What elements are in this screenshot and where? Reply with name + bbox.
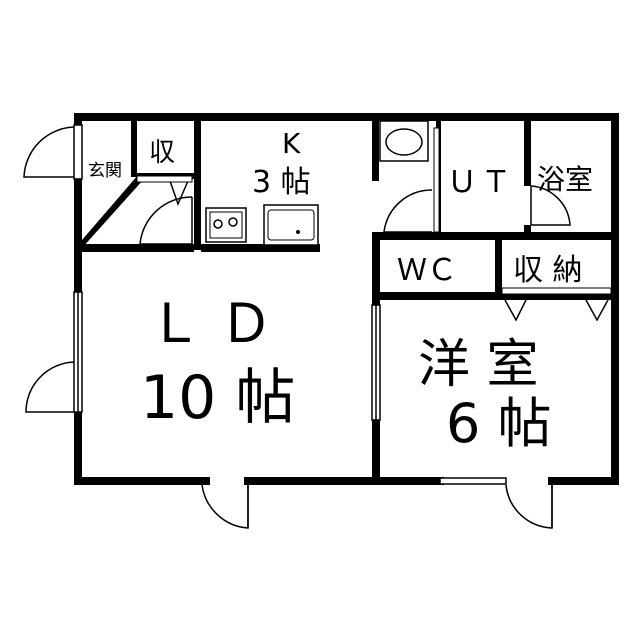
wall-kitchen-bottom bbox=[201, 244, 320, 252]
wall-bath-left-low bbox=[524, 225, 531, 232]
room-label-kitchen: K bbox=[282, 127, 301, 160]
room-label-kitchen-size: 3 帖 bbox=[252, 165, 311, 200]
wall-entry-ld bbox=[74, 244, 194, 252]
room-label-storage: 収 納 bbox=[513, 253, 583, 288]
room-labels: 玄関 収 K 3 帖 ＵＴ 浴室 ＷＣ 収 納 Ｌ Ｄ 10 帖 洋 室 6 帖 bbox=[88, 127, 593, 455]
wall-right bbox=[611, 113, 619, 485]
wall-top bbox=[74, 113, 619, 121]
room-label-ut: ＵＴ bbox=[447, 165, 515, 200]
room-label-western-size: 6 帖 bbox=[446, 392, 552, 455]
fixtures bbox=[136, 120, 612, 295]
wall-ut-bottom bbox=[380, 232, 611, 240]
door-ld-bottom bbox=[201, 484, 249, 529]
wall-wc-right bbox=[495, 240, 502, 298]
wall-closet-left bbox=[131, 121, 137, 177]
wall-western-top bbox=[380, 292, 611, 300]
wall-bottom-left bbox=[74, 477, 210, 485]
wall-ut-left bbox=[372, 121, 379, 181]
room-label-bath: 浴室 bbox=[537, 163, 593, 196]
stove bbox=[205, 207, 247, 243]
door-ut bbox=[383, 189, 433, 233]
door-ld-left bbox=[25, 361, 75, 413]
door-western-bottom bbox=[505, 484, 553, 529]
window-bottom bbox=[439, 477, 507, 485]
wall-bath-left bbox=[524, 121, 531, 186]
kitchen-sink bbox=[263, 204, 319, 246]
room-label-closet: 収 bbox=[149, 138, 175, 168]
closet-door-mark bbox=[169, 180, 189, 207]
burner-icon bbox=[228, 217, 238, 227]
burner-icon bbox=[213, 219, 223, 229]
room-label-ld: Ｌ Ｄ bbox=[148, 292, 273, 355]
door-entry bbox=[23, 126, 75, 178]
entry-diagonal-wall bbox=[82, 175, 144, 248]
wall-kitchen-left bbox=[194, 121, 201, 250]
sliding-door-ut bbox=[433, 127, 440, 233]
windows bbox=[73, 124, 507, 485]
storage-shelf bbox=[501, 287, 612, 295]
door-ld-entry bbox=[139, 196, 193, 245]
room-label-western: 洋 室 bbox=[418, 335, 539, 395]
storage-door-right-mark bbox=[585, 299, 609, 322]
wall-bottom-right bbox=[548, 477, 619, 485]
doors bbox=[23, 126, 609, 529]
storage-door-left-mark bbox=[504, 299, 527, 322]
room-label-ld-size: 10 帖 bbox=[140, 363, 295, 433]
wall-bottom-mid bbox=[244, 477, 444, 485]
room-label-wc: ＷＣ bbox=[397, 253, 457, 288]
room-label-genkan: 玄関 bbox=[88, 161, 122, 181]
closet-shelf bbox=[136, 175, 193, 183]
door-bath bbox=[530, 185, 571, 226]
door-frame-entry bbox=[73, 124, 83, 180]
